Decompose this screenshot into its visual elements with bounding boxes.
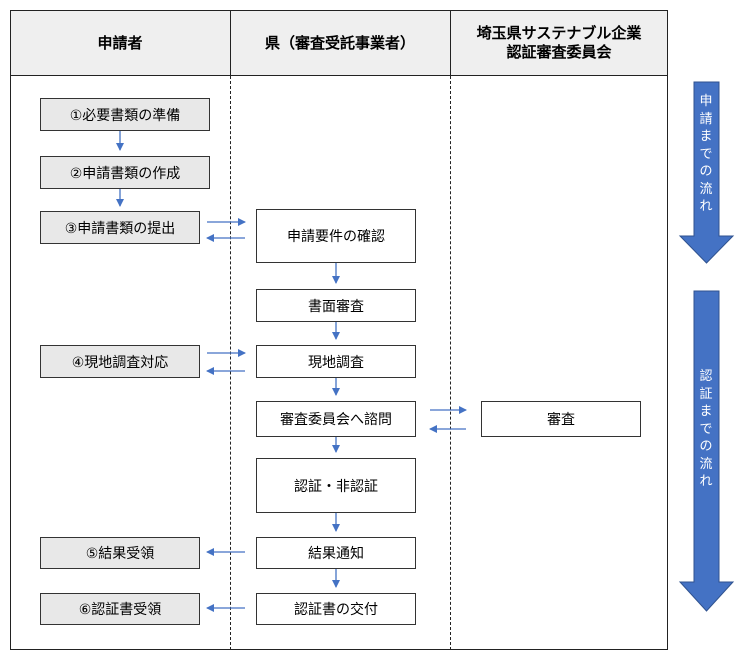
applicant-step-6: ⑥認証書受領 (40, 593, 200, 625)
applicant-step-3: ③申請書類の提出 (40, 211, 200, 244)
applicant-step-1: ①必要書類の準備 (40, 98, 210, 131)
applicant-step-2: ②申請書類の作成 (40, 156, 210, 189)
prefecture-step-issue-certificate: 認証書の交付 (256, 593, 416, 625)
header-divider (230, 10, 231, 76)
side-label-certification-flow: 認 証 ま で の 流 れ (699, 369, 713, 489)
header-applicant: 申請者 (97, 33, 143, 52)
committee-step-review: 審査 (481, 401, 641, 437)
lane-divider (230, 76, 231, 650)
header-committee: 埼玉県サステナブル企業 認証審査委員会 (450, 10, 668, 76)
lane-divider (450, 76, 451, 650)
flow-arrow-certification-icon (678, 290, 735, 612)
prefecture-step-requirements: 申請要件の確認 (256, 209, 416, 263)
header-committee-line2: 認証審査委員会 (506, 43, 612, 61)
applicant-step-4: ④現地調査対応 (40, 345, 200, 378)
side-label-application-flow: 申 請 ま で の 流 れ (699, 94, 713, 214)
header-row (10, 10, 668, 76)
header-committee-line1: 埼玉県サステナブル企業 (476, 24, 642, 42)
header-prefecture: 県（審査受託事業者） (264, 33, 415, 52)
applicant-step-5: ⑤結果受領 (40, 537, 200, 569)
prefecture-step-decision: 認証・非認証 (256, 458, 416, 513)
header-divider (450, 10, 451, 76)
prefecture-step-consult-committee: 審査委員会へ諮問 (256, 401, 416, 437)
prefecture-step-document-review: 書面審査 (256, 289, 416, 322)
flow-arrow-application-icon (678, 81, 735, 264)
prefecture-step-notify-result: 結果通知 (256, 537, 416, 569)
prefecture-step-site-survey: 現地調査 (256, 345, 416, 378)
